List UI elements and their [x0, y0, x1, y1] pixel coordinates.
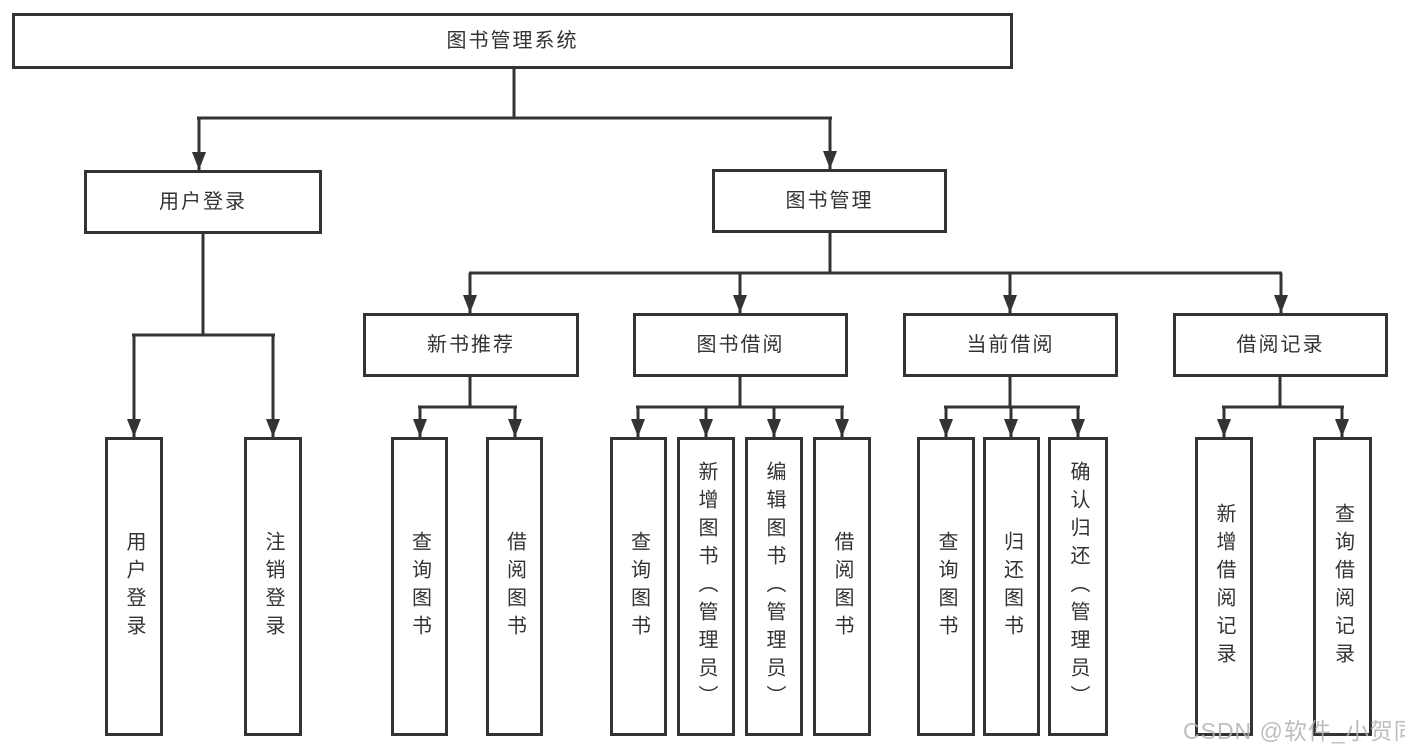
leaf-search-books-recommend: 查询图书: [391, 437, 448, 736]
node-new-book-recommend: 新书推荐: [363, 313, 579, 377]
leaf-edit-books-admin: 编辑图书（管理员）: [745, 437, 803, 736]
node-library-management-system: 图书管理系统: [12, 13, 1013, 69]
connector-borrow-records-to-leaves: [1217, 377, 1349, 437]
node-current-borrow: 当前借阅: [903, 313, 1118, 377]
node-book-management: 图书管理: [712, 169, 947, 233]
connector-current-borrow-to-leaves: [939, 377, 1085, 437]
leaf-search-borrow-record: 查询借阅记录: [1313, 437, 1372, 736]
csdn-watermark: CSDN @软件_小贺同学: [1183, 718, 1405, 744]
leaf-add-borrow-record: 新增借阅记录: [1195, 437, 1253, 736]
node-book-borrow: 图书借阅: [633, 313, 848, 377]
leaf-search-books-current: 查询图书: [917, 437, 975, 736]
connector-book-borrow-to-leaves: [631, 377, 849, 437]
connector-book-management-to-level3: [463, 233, 1288, 313]
leaf-return-books: 归还图书: [983, 437, 1040, 736]
connector-new-book-recommend-to-leaves: [413, 377, 522, 437]
leaf-add-books-admin: 新增图书（管理员）: [677, 437, 735, 736]
leaf-search-books-borrow: 查询图书: [610, 437, 667, 736]
leaf-borrow-books-main: 借阅图书: [813, 437, 871, 736]
node-borrow-records: 借阅记录: [1173, 313, 1388, 377]
connector-user-login-to-leaves: [127, 234, 280, 437]
connector-root-to-level2: [192, 69, 837, 170]
leaf-logout: 注销登录: [244, 437, 302, 736]
leaf-confirm-return-admin: 确认归还（管理员）: [1048, 437, 1108, 736]
leaf-user-login: 用户登录: [105, 437, 163, 736]
leaf-borrow-books-recommend: 借阅图书: [486, 437, 543, 736]
node-user-login: 用户登录: [84, 170, 322, 234]
